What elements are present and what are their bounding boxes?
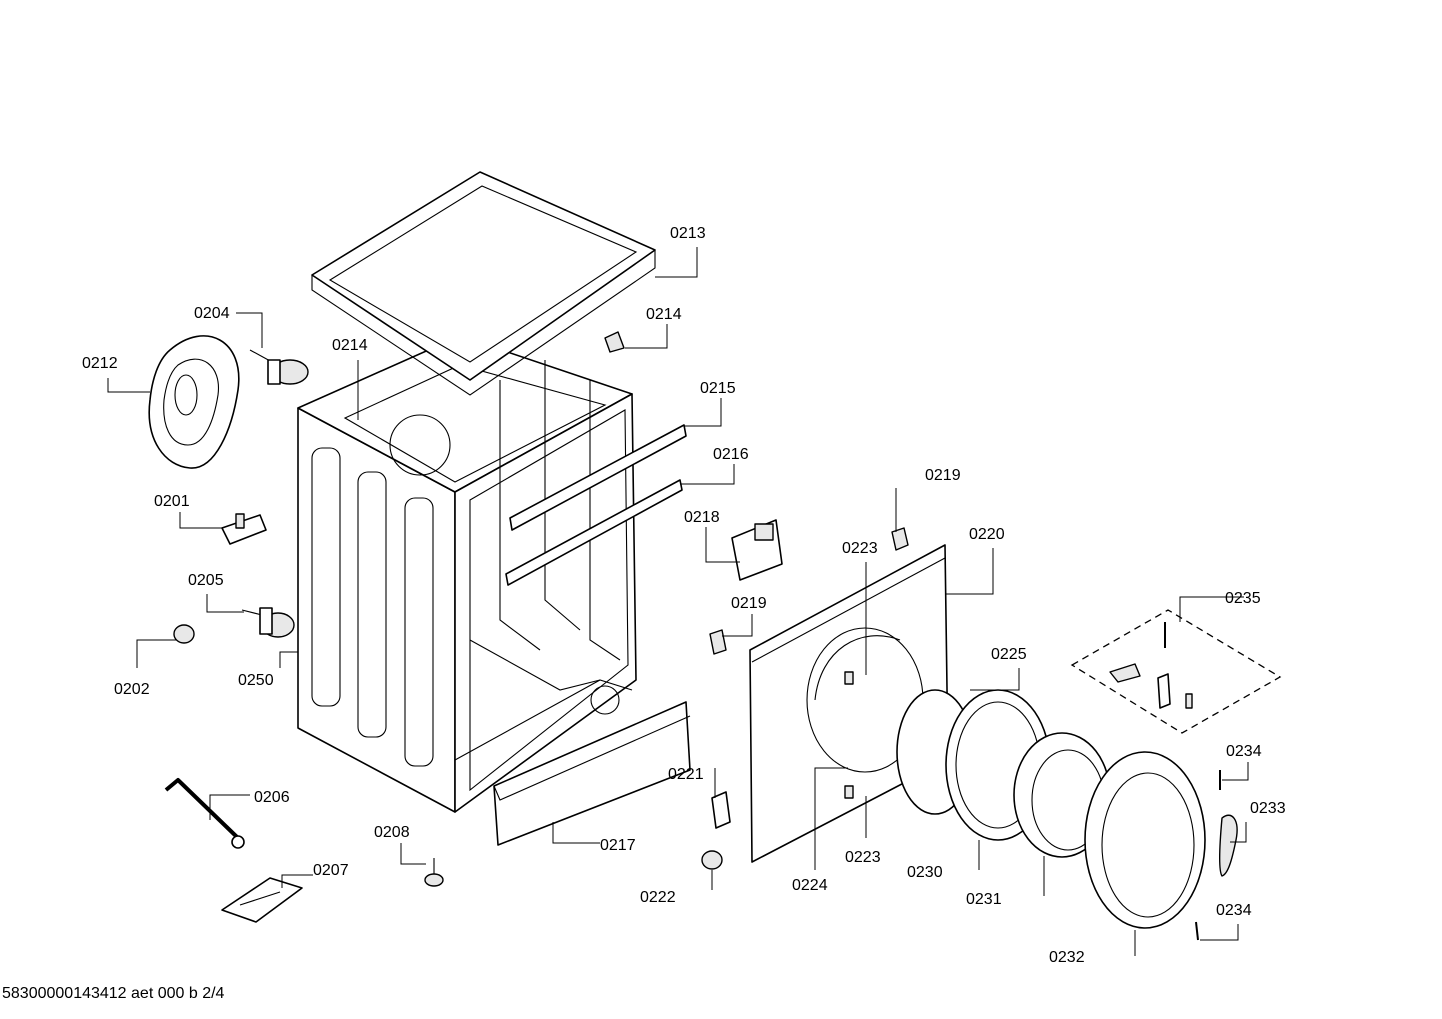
clip-0201-part — [221, 513, 267, 545]
callout-0231: 0231 — [966, 891, 1002, 908]
foot-screw-0208-part — [424, 858, 444, 887]
switch-0221-part — [711, 791, 731, 829]
callout-0222: 0222 — [640, 889, 676, 906]
callout-0224: 0224 — [792, 877, 828, 894]
wrench-0206-part — [164, 778, 245, 849]
cabinet-body-part — [297, 335, 637, 813]
handle-0233-part — [1219, 814, 1238, 877]
door-ring-0232-part — [1084, 751, 1206, 929]
leader-lines — [107, 247, 1249, 956]
cross-brace-upper-part — [509, 424, 687, 531]
callout-0216: 0216 — [713, 446, 749, 463]
callout-0208: 0208 — [374, 824, 410, 841]
bracket-0207-part — [221, 877, 303, 923]
callout-0207: 0207 — [313, 862, 349, 879]
callout-0233: 0233 — [1250, 800, 1286, 817]
callout-labels: 0213 0214 0214 0204 0212 0215 0216 0201 … — [82, 225, 1286, 966]
callout-0219-top: 0219 — [925, 467, 961, 484]
callout-0204: 0204 — [194, 305, 230, 322]
callout-0225: 0225 — [991, 646, 1027, 663]
callout-0221: 0221 — [668, 766, 704, 783]
damper-0204-part — [249, 349, 309, 385]
callout-0201: 0201 — [154, 493, 190, 510]
callout-0223-top: 0223 — [842, 540, 878, 557]
pin-0234-part — [1195, 770, 1221, 941]
callout-0235: 0235 — [1225, 590, 1261, 607]
callout-0219-bottom: 0219 — [731, 595, 767, 612]
callout-0234-top: 0234 — [1226, 743, 1262, 760]
document-id-footer: 58300000143412 aet 000 b 2/4 — [2, 985, 225, 1002]
damper-0205-part — [241, 607, 295, 638]
plinth-panel-part — [493, 701, 691, 846]
foot-0202-part — [173, 624, 195, 644]
callout-0215: 0215 — [700, 380, 736, 397]
callout-0250: 0250 — [238, 672, 274, 689]
callout-0205: 0205 — [188, 572, 224, 589]
callout-0214-left: 0214 — [332, 337, 368, 354]
bushing-0222-part — [701, 850, 723, 870]
callout-0206: 0206 — [254, 789, 290, 806]
callout-0202: 0202 — [114, 681, 150, 698]
callout-0230: 0230 — [907, 864, 943, 881]
top-cover-part — [311, 171, 656, 396]
callout-0214-right: 0214 — [646, 306, 682, 323]
callout-0218: 0218 — [684, 509, 720, 526]
callout-0232: 0232 — [1049, 949, 1085, 966]
callout-0213: 0213 — [670, 225, 706, 242]
callout-0234-bottom: 0234 — [1216, 902, 1252, 919]
callout-0220: 0220 — [969, 526, 1005, 543]
callout-0223-bottom: 0223 — [845, 849, 881, 866]
hinge-kit-0235-part — [1070, 609, 1282, 734]
callout-0217: 0217 — [600, 837, 636, 854]
cross-brace-lower-part — [505, 479, 683, 586]
rear-panel-part — [148, 335, 240, 469]
hinge-clip-0214-part — [604, 331, 625, 353]
callout-0212: 0212 — [82, 355, 118, 372]
door-lock-0218-part — [731, 519, 783, 581]
